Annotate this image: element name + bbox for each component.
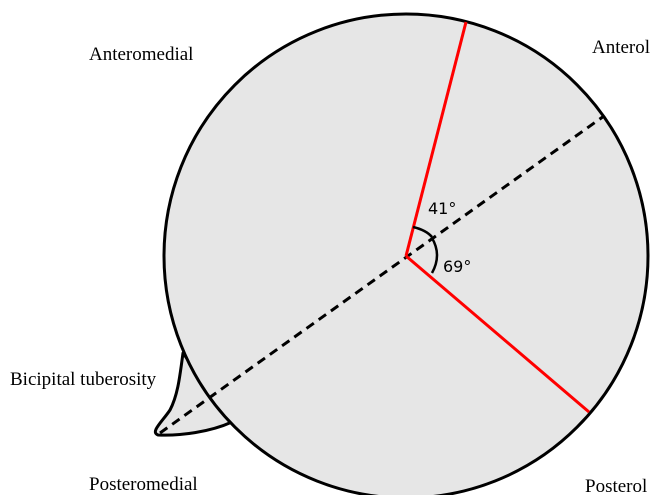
angle-arc-lower — [430, 237, 439, 274]
label-posteromedial: Posteromedial — [89, 474, 198, 495]
label-bicipital-tuberosity: Bicipital tuberosity — [10, 369, 157, 390]
bicipital-tuberosity-shape — [153, 351, 234, 437]
angle-arc-upper — [412, 225, 433, 238]
label-anteromedial: Anteromedial — [89, 44, 193, 65]
label-anterolateral: Anterol — [592, 37, 650, 58]
angle-label-lower: 69° — [443, 257, 471, 276]
red-line-anterior — [404, 21, 468, 257]
red-line-posterior — [405, 254, 590, 414]
angle-label-upper: 41° — [428, 199, 456, 218]
reference-axis-dashed — [159, 114, 605, 435]
label-posterolateral: Posterol — [585, 476, 647, 495]
